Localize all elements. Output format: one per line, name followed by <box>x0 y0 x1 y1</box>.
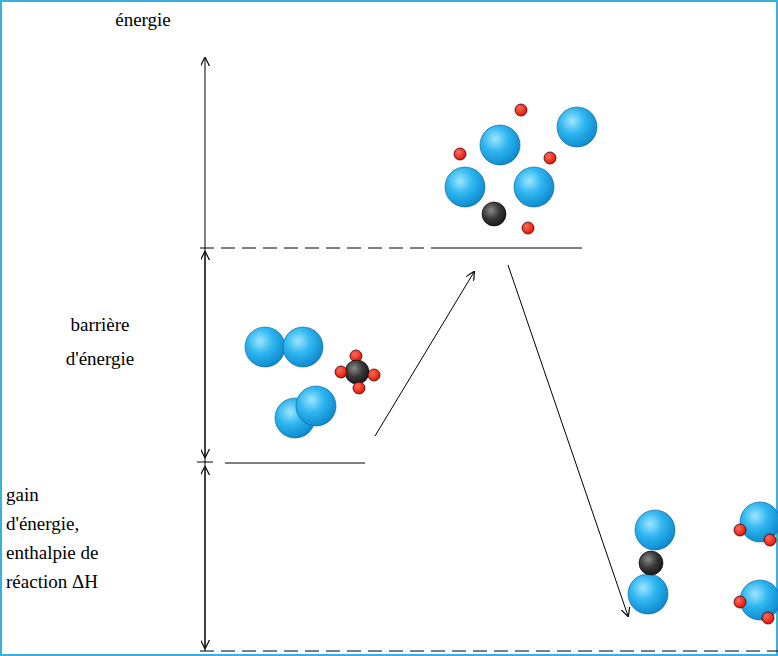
reactant-molecules <box>245 327 380 438</box>
enthalpy-arrow <box>205 467 206 648</box>
enthalpy-label: gain d'énergie, enthalpie de réaction ΔH <box>6 480 106 596</box>
energy-axis <box>205 58 206 651</box>
barrier-label: barrière d'énergie <box>40 308 160 376</box>
transition-dashed-level <box>200 248 440 249</box>
tick <box>197 462 213 463</box>
product-molecules <box>628 502 778 624</box>
axis-label: énergie <box>88 8 198 32</box>
reactant-level <box>225 463 365 464</box>
product-dashed-level <box>200 651 778 652</box>
barrier-arrow <box>205 252 206 457</box>
transition-level <box>440 248 582 249</box>
reaction-arrow <box>508 265 628 616</box>
reaction-arrow <box>375 272 474 436</box>
transition-complex <box>445 104 597 234</box>
